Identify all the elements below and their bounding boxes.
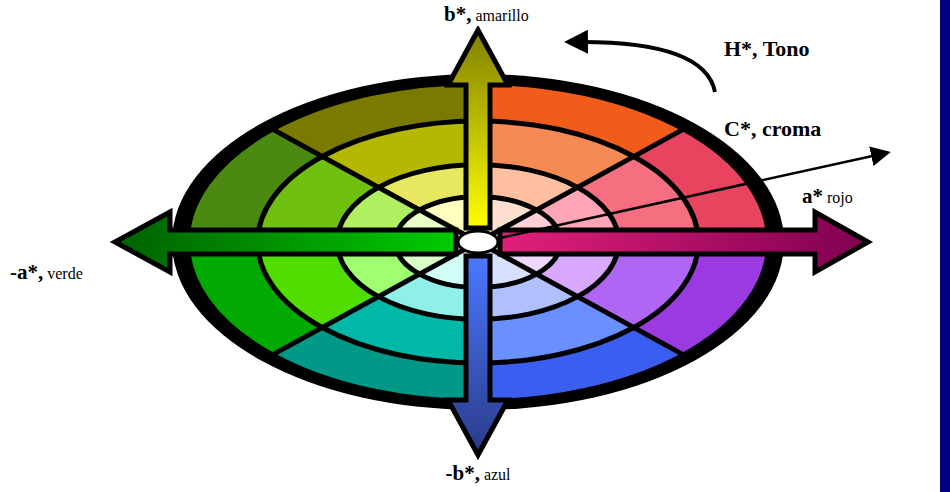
chroma-arrow [500,153,886,238]
axis-label: -b*, azul [443,461,512,485]
axis-word: rojo [823,189,853,206]
sector-line [478,242,684,355]
axis-word: azul [480,466,511,483]
axis-symbol: -b*, [445,461,479,485]
yellow-axis-arrow [448,30,508,228]
sector-line [478,129,684,242]
axis-label: C*, croma [722,116,823,141]
axis-label: H*, Tono [722,36,812,61]
axis-symbol: -a*, [10,260,43,284]
green-axis-arrow [115,212,456,272]
axis-symbol: a* [802,184,823,208]
blue-axis-arrow [448,256,508,455]
sector-line [272,129,478,242]
axis-word: verde [43,265,83,282]
frame-bar [940,0,950,492]
hue-arrow [572,42,715,92]
center-dot [458,231,498,253]
sector-line [272,242,478,355]
axis-label: a* rojo [800,184,855,208]
red-axis-arrow [500,212,868,272]
axis-symbol: b*, [444,2,471,26]
axis-label: b*, amarillo [442,2,531,26]
axis-label: -a*, verde [8,260,85,284]
axis-word: amarillo [471,7,528,24]
